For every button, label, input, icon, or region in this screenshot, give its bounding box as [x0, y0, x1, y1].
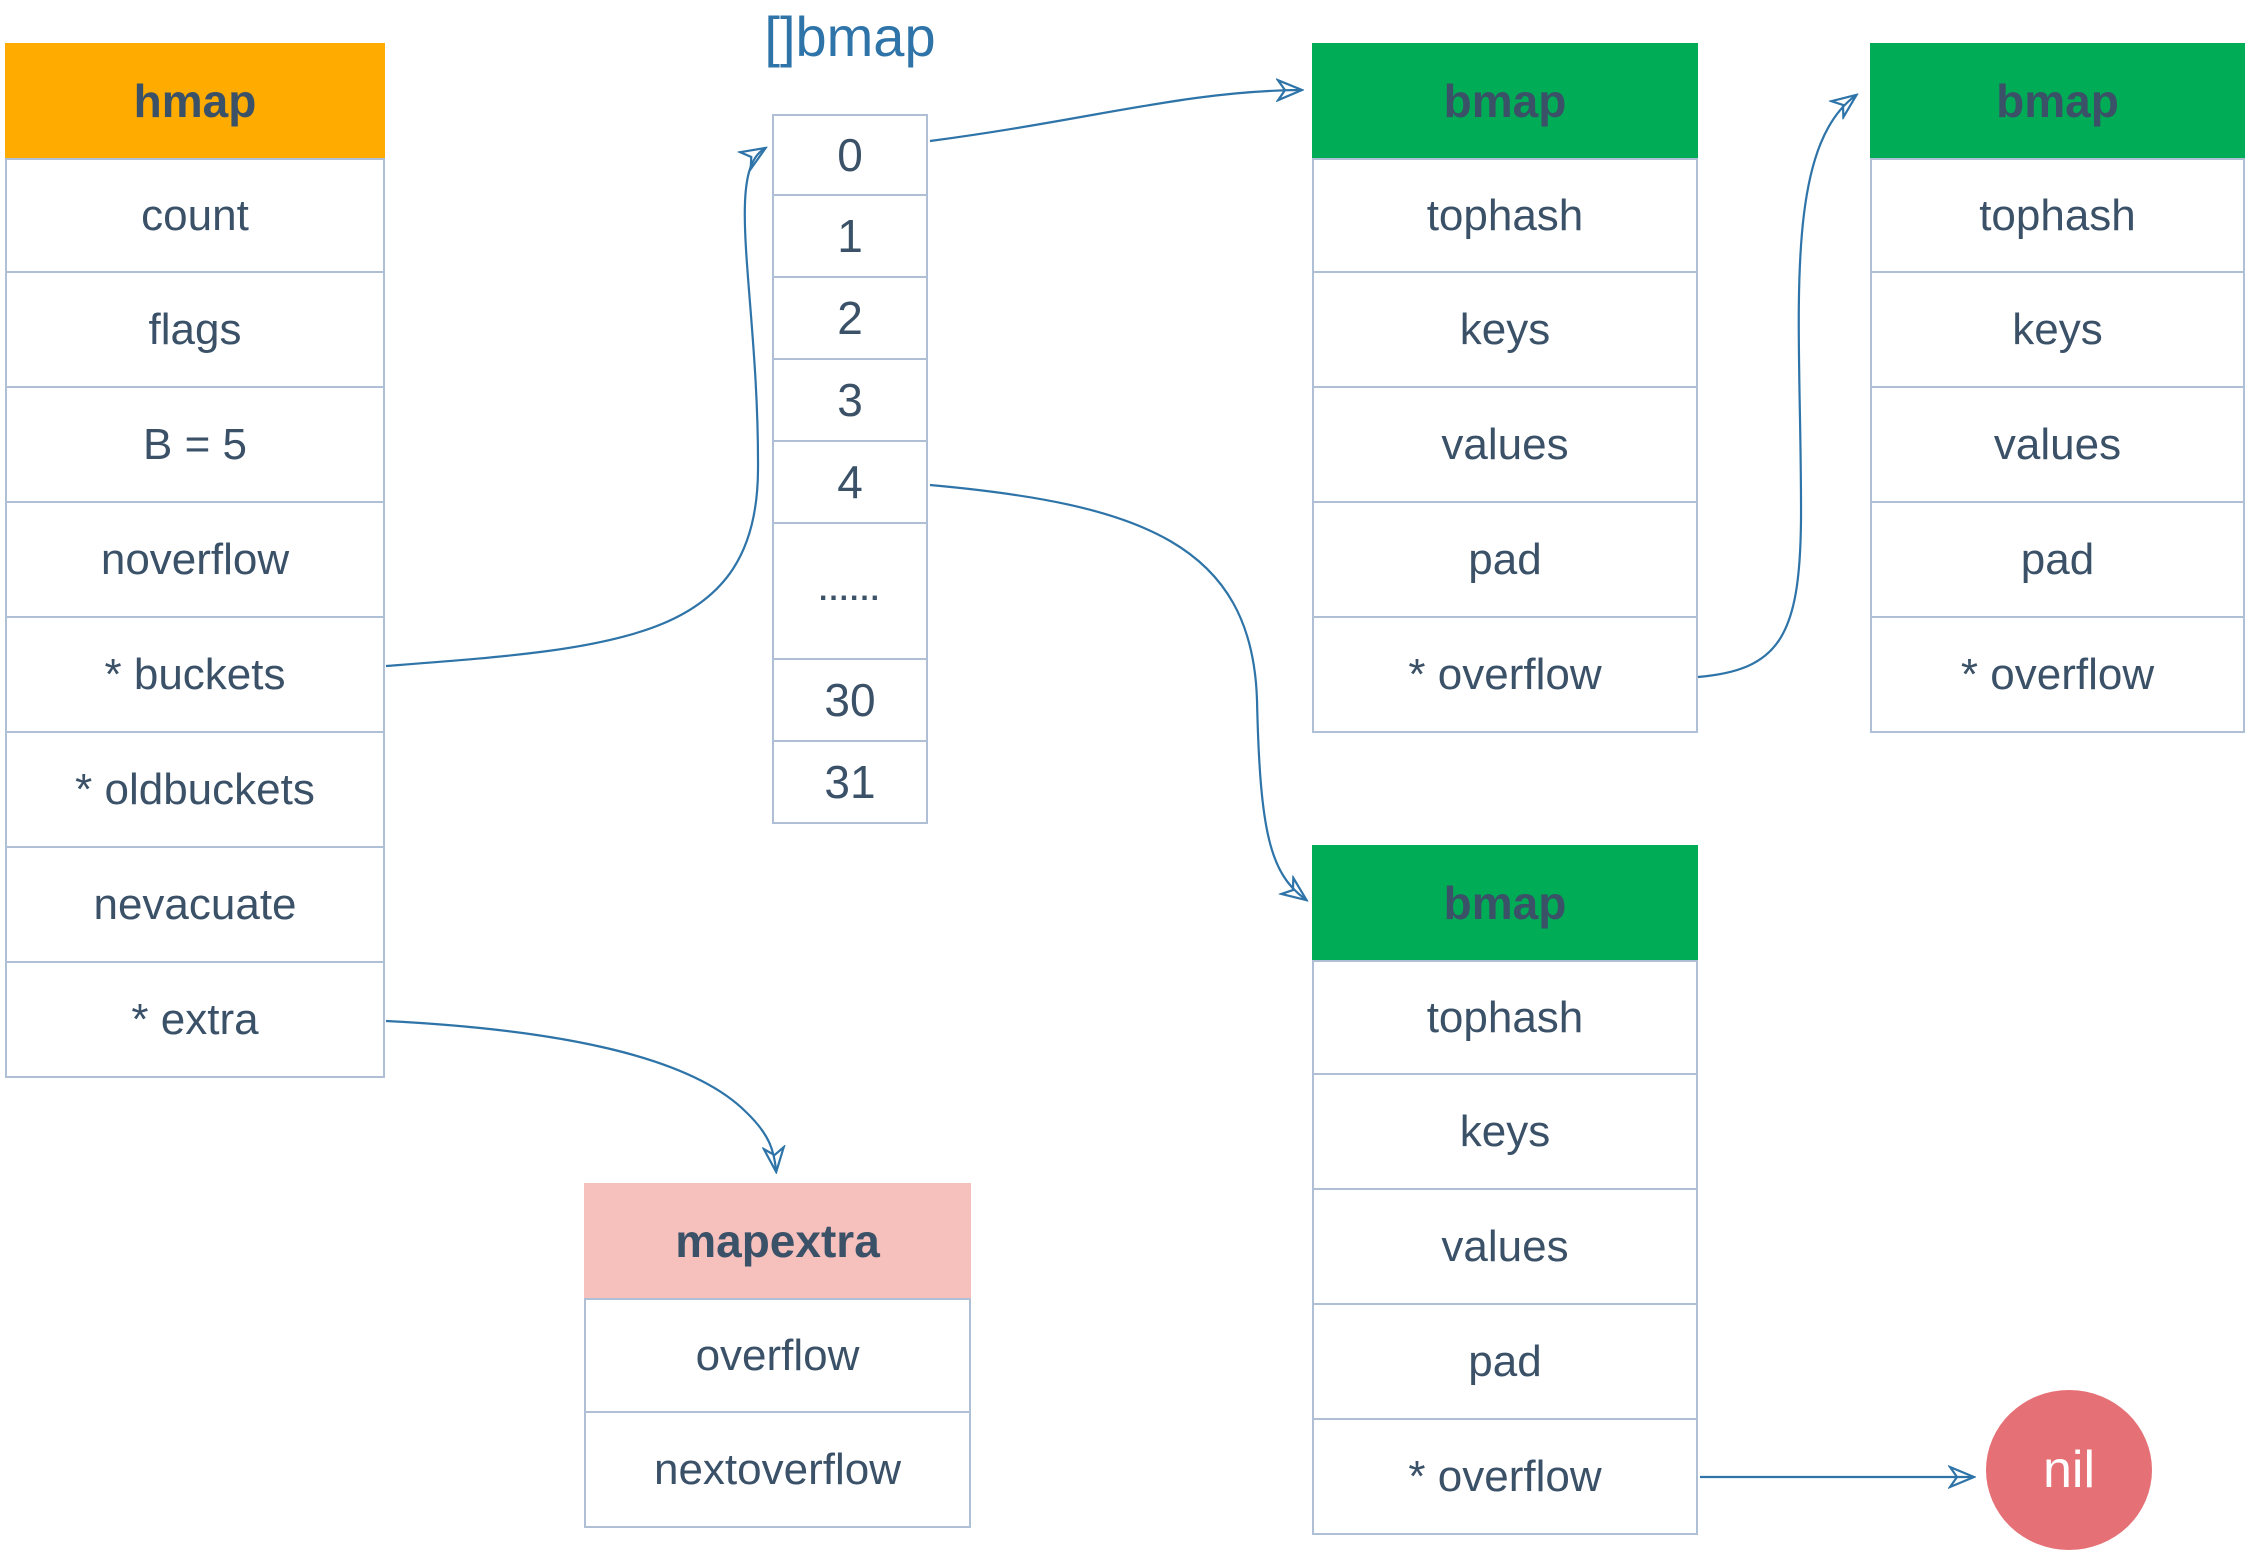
- bmap2-row-values: values: [1870, 388, 2245, 503]
- bmap2-header: bmap: [1870, 43, 2245, 158]
- hmap-row-noverflow: noverflow: [5, 503, 385, 618]
- bmap2-row-overflow: * overflow: [1870, 618, 2245, 733]
- hmap-row-count: count: [5, 158, 385, 273]
- mapextra-header: mapextra: [584, 1183, 971, 1298]
- bmap1-row-keys: keys: [1312, 273, 1698, 388]
- bmap3-row-tophash: tophash: [1312, 960, 1698, 1075]
- bmap-array-title: []bmap: [764, 5, 936, 68]
- bmap1-row-overflow: * overflow: [1312, 618, 1698, 733]
- bmap3-row-keys: keys: [1312, 1075, 1698, 1190]
- hmap-row-extra: * extra: [5, 963, 385, 1078]
- bucket-cell-31: 31: [772, 742, 928, 824]
- bmap3-row-pad: pad: [1312, 1305, 1698, 1420]
- arrow-overflow1-to-bmap2: [1697, 96, 1855, 679]
- arrow-buckets-to-array: [385, 149, 764, 668]
- bucket-cell-1: 1: [772, 196, 928, 278]
- bucket-cell-3: 3: [772, 360, 928, 442]
- bmap3-row-values: values: [1312, 1190, 1698, 1305]
- bucket-array: 0 1 2 3 4 ...... 30 31: [772, 114, 928, 824]
- hmap-header: hmap: [5, 43, 385, 158]
- bmap2-row-keys: keys: [1870, 273, 2245, 388]
- hmap-row-buckets: * buckets: [5, 618, 385, 733]
- mapextra-row-nextoverflow: nextoverflow: [584, 1413, 971, 1528]
- arrow-array4-to-bmap3: [929, 483, 1305, 899]
- bmap1-header: bmap: [1312, 43, 1698, 158]
- bmap1-row-pad: pad: [1312, 503, 1698, 618]
- bmap1-row-tophash: tophash: [1312, 158, 1698, 273]
- bmap2-row-pad: pad: [1870, 503, 2245, 618]
- hmap-row-nevacuate: nevacuate: [5, 848, 385, 963]
- bucket-cell-4: 4: [772, 442, 928, 524]
- bucket-cell-0: 0: [772, 114, 928, 196]
- arrow-array0-to-bmap1: [929, 90, 1300, 143]
- mapextra-row-overflow: overflow: [584, 1298, 971, 1413]
- bmap3-header: bmap: [1312, 845, 1698, 960]
- bucket-cell-2: 2: [772, 278, 928, 360]
- hmap-table: hmap count flags B = 5 noverflow * bucke…: [5, 43, 385, 1078]
- hmap-row-flags: flags: [5, 273, 385, 388]
- mapextra-table: mapextra overflow nextoverflow: [584, 1183, 971, 1528]
- nil-node: nil: [1986, 1390, 2152, 1550]
- nil-label: nil: [2042, 1441, 2096, 1499]
- hmap-row-oldbuckets: * oldbuckets: [5, 733, 385, 848]
- hmap-row-b: B = 5: [5, 388, 385, 503]
- bucket-cell-30: 30: [772, 660, 928, 742]
- bucket-cell-dots: ......: [772, 524, 928, 660]
- bmap3-row-overflow: * overflow: [1312, 1420, 1698, 1535]
- bmap-table-3: bmap tophash keys values pad * overflow: [1312, 845, 1698, 1535]
- bmap-table-1: bmap tophash keys values pad * overflow: [1312, 43, 1698, 733]
- arrow-extra-to-mapextra: [385, 1019, 776, 1170]
- bmap-table-2: bmap tophash keys values pad * overflow: [1870, 43, 2245, 733]
- bmap1-row-values: values: [1312, 388, 1698, 503]
- bmap2-row-tophash: tophash: [1870, 158, 2245, 273]
